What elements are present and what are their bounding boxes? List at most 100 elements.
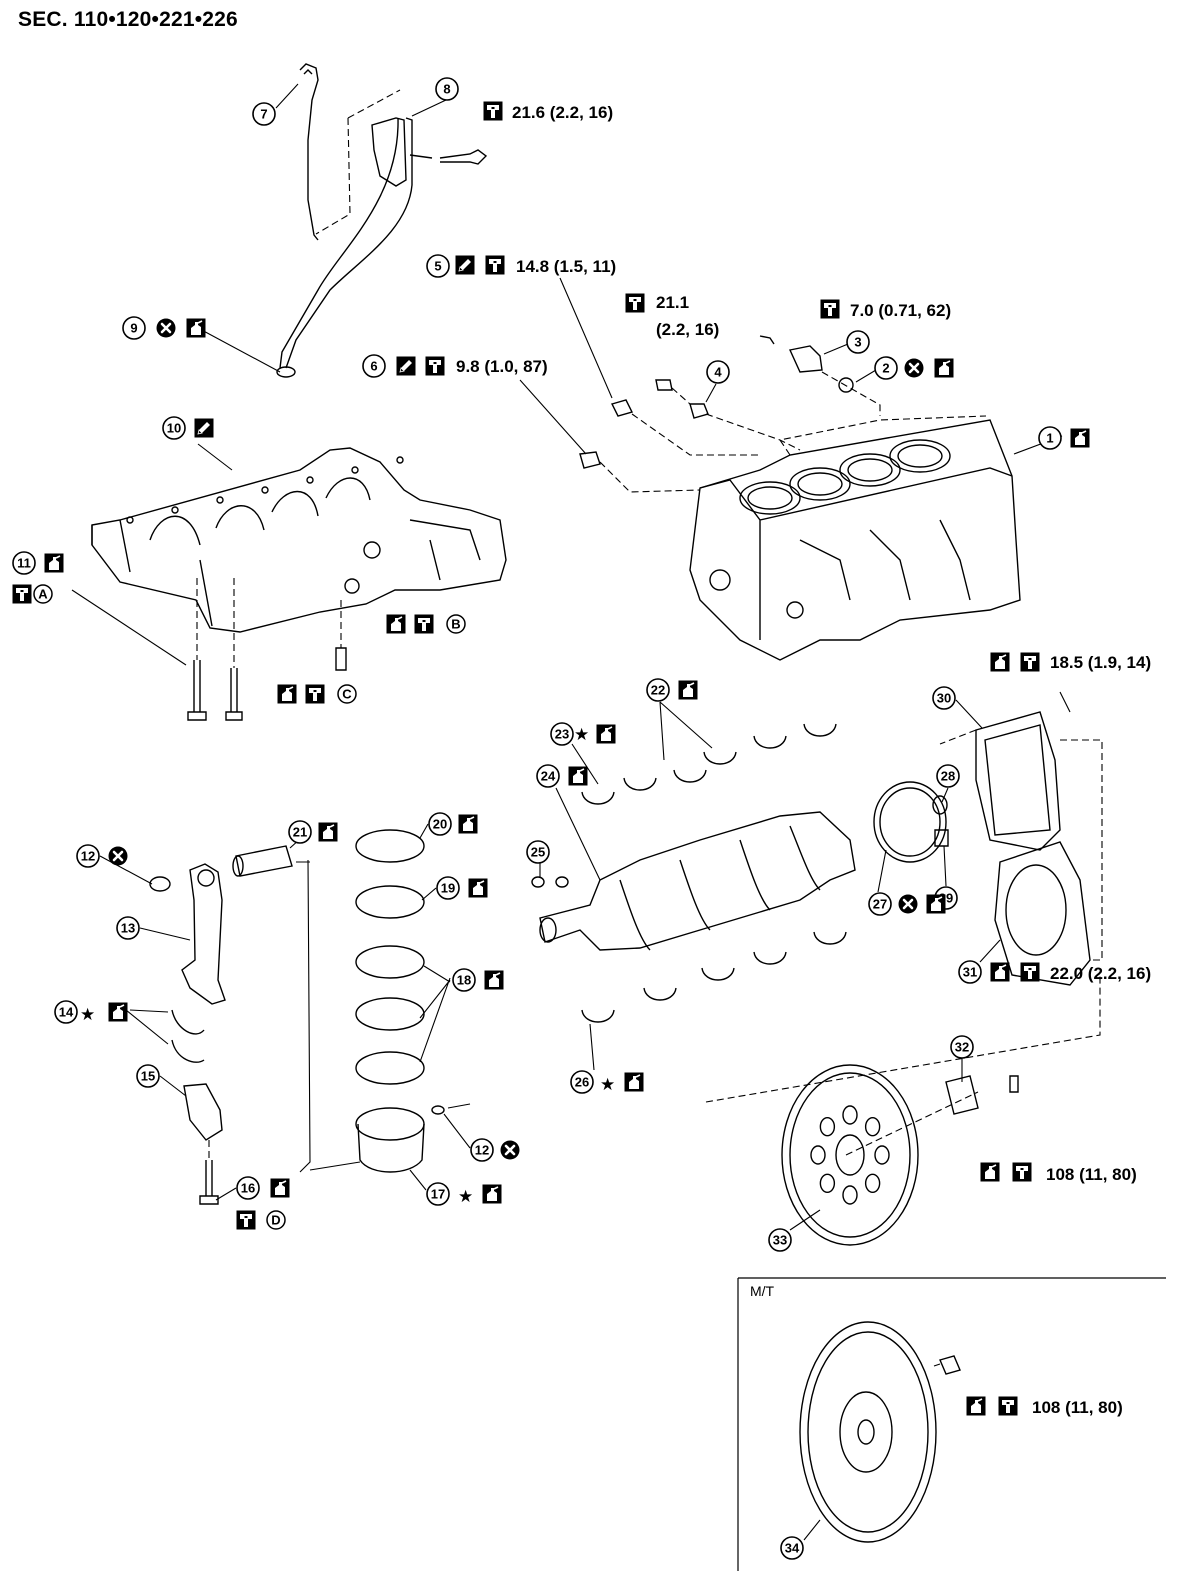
callout-18: 18 <box>452 968 476 992</box>
oil-ring <box>355 997 425 1031</box>
callout-1: 1 <box>1038 426 1062 450</box>
inset-label: M/T <box>750 1283 775 1299</box>
drive-plate-inner <box>789 1072 911 1238</box>
callout-number: 17 <box>431 1187 445 1202</box>
pilot-bushing <box>932 795 948 815</box>
oil-can-icon <box>468 878 488 898</box>
callout-number: 1 <box>1046 431 1053 446</box>
torque-wrench-icon <box>483 101 503 121</box>
torque-spec: 14.8 (1.5, 11) <box>516 257 616 276</box>
leader-line <box>99 83 471 1149</box>
bolt <box>939 1355 961 1375</box>
crank-nose <box>539 917 557 943</box>
rear-oil-seal-inner <box>879 787 941 857</box>
letter-mark-C: C <box>337 684 357 704</box>
callout-circle <box>768 1228 792 1252</box>
callout-circle <box>950 1035 974 1059</box>
callout-number: 27 <box>873 897 887 912</box>
bolt <box>193 660 201 712</box>
boss <box>709 569 731 591</box>
callout-23: 23 <box>550 722 574 746</box>
callout-32: 32 <box>950 1035 974 1059</box>
drive-plate-hole <box>864 1173 881 1193</box>
callout-circle <box>706 360 730 384</box>
letter-mark-D: D <box>266 1210 286 1230</box>
leader-line <box>539 701 713 881</box>
do-not-reuse-icon <box>898 894 918 914</box>
callout-circle <box>646 678 670 702</box>
do-not-reuse-icon <box>500 1140 520 1160</box>
leader-line <box>289 823 451 1063</box>
drive-plate-hole <box>842 1105 858 1125</box>
callout-number: 30 <box>937 691 951 706</box>
connecting-rod-cap <box>183 1083 223 1141</box>
crankshaft <box>539 811 856 951</box>
callout-14: 14 <box>54 1000 78 1024</box>
oil-level-gauge <box>299 63 319 241</box>
oil-can-icon <box>990 962 1010 982</box>
thrust-bearing <box>555 876 569 888</box>
drive-plate-hole <box>874 1145 890 1165</box>
callout-number: 9 <box>130 321 137 336</box>
oil-can-icon <box>596 724 616 744</box>
letter-text: A <box>38 587 48 602</box>
rear-oil-seal <box>873 781 947 863</box>
torque-wrench-icon <box>820 299 840 319</box>
callout-circle <box>426 1182 450 1206</box>
connecting-rod-bearing <box>171 1009 205 1063</box>
bolt-hole <box>306 476 314 484</box>
torque-wrench-icon <box>1020 652 1040 672</box>
callout-circle <box>936 764 960 788</box>
bolt <box>335 647 347 671</box>
callout-circle <box>236 1176 260 1200</box>
leader-line <box>589 699 983 1071</box>
rear-plate <box>994 841 1091 986</box>
callout-number: 12 <box>81 849 95 864</box>
oil-can-icon <box>270 1178 290 1198</box>
callout-circle <box>288 820 312 844</box>
torque-wrench-icon <box>1012 1162 1032 1182</box>
sealant-icon <box>396 356 416 376</box>
leader-line <box>447 1103 471 1109</box>
leader-line <box>519 277 1063 455</box>
callout-circle <box>122 316 146 340</box>
flywheel-hub <box>839 1391 893 1473</box>
callout-number: 16 <box>241 1181 255 1196</box>
callout-circle <box>526 840 550 864</box>
callout-number: 6 <box>370 359 377 374</box>
torque-wrench-icon <box>485 255 505 275</box>
main-bearing-lower <box>813 931 847 945</box>
drive-plate-hole <box>819 1117 836 1137</box>
callout-number: 22 <box>651 683 665 698</box>
rod-bolt <box>205 1160 213 1196</box>
leader-line <box>789 939 1001 1541</box>
sealant-icon <box>455 255 475 275</box>
o-ring <box>276 366 296 378</box>
callout-number: 11 <box>17 556 31 571</box>
callout-number: 2 <box>882 361 889 376</box>
callout-number: 32 <box>955 1040 969 1055</box>
star-icon: ★ <box>80 1005 95 1024</box>
callout-number: 23 <box>555 727 569 742</box>
leader-line <box>1059 691 1071 713</box>
callout-circle <box>436 876 460 900</box>
flywheel-inner <box>807 1331 929 1533</box>
pilot-converter <box>934 829 949 847</box>
oil-can-icon <box>482 1184 502 1204</box>
piston-top <box>355 1107 425 1141</box>
bolt <box>1009 1075 1019 1093</box>
letter-circle <box>337 684 357 704</box>
torque-spec: (2.2, 16) <box>656 320 719 339</box>
torque-spec: 22.0 (2.2, 16) <box>1050 964 1151 983</box>
callout-number: 24 <box>541 769 556 784</box>
letter-text: B <box>451 617 460 632</box>
cylinder-bore-inner <box>847 458 893 482</box>
callout-26: 26 <box>570 1070 594 1094</box>
letter-mark-A: A <box>33 584 53 604</box>
callout-number: 5 <box>434 259 441 274</box>
callout-circle <box>550 722 574 746</box>
callout-12: 12 <box>76 844 100 868</box>
callout-number: 3 <box>854 335 861 350</box>
bolt <box>439 149 488 165</box>
star-icon: ★ <box>458 1187 473 1206</box>
